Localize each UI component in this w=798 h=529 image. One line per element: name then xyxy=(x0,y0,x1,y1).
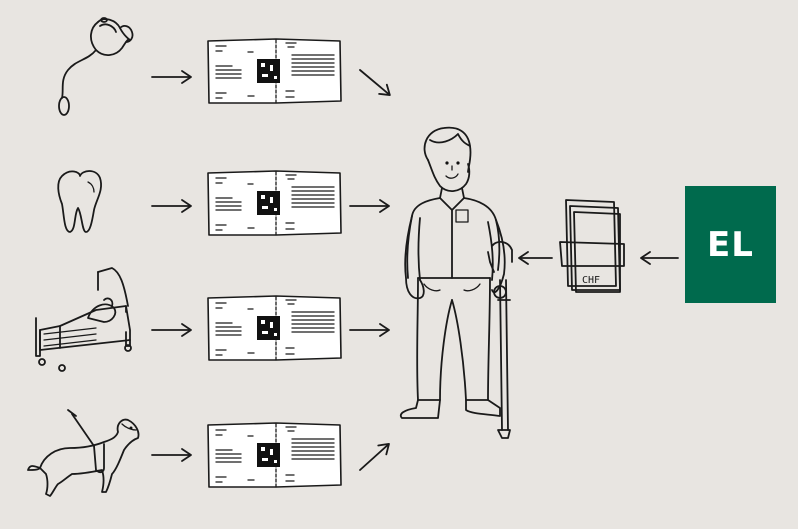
arrow-icon xyxy=(641,252,678,264)
arrow-icon xyxy=(519,252,552,264)
stethoscope-icon xyxy=(59,18,133,115)
person-with-crutch-icon xyxy=(401,128,512,438)
arrow-icon xyxy=(350,324,389,336)
arrow-icon xyxy=(356,439,393,474)
arrow-icon xyxy=(152,200,191,212)
arrow-icon xyxy=(356,65,394,99)
arrow-icon xyxy=(152,324,191,336)
invoice-icon xyxy=(208,423,341,487)
invoice-icon xyxy=(208,171,341,235)
arrow-icon xyxy=(152,71,191,83)
tooth-icon xyxy=(58,171,101,232)
guide-dog-icon xyxy=(28,410,139,496)
arrow-icon xyxy=(350,200,389,212)
el-logo-text: EL xyxy=(707,225,754,265)
el-logo: EL xyxy=(685,186,776,303)
arrow-icon xyxy=(152,449,191,461)
care-bed-icon xyxy=(36,268,131,371)
banknote-bundle-icon: CHF xyxy=(560,200,624,292)
invoice-icon xyxy=(208,296,341,360)
cash-currency-label: CHF xyxy=(582,275,600,286)
invoice-icon xyxy=(208,39,341,103)
